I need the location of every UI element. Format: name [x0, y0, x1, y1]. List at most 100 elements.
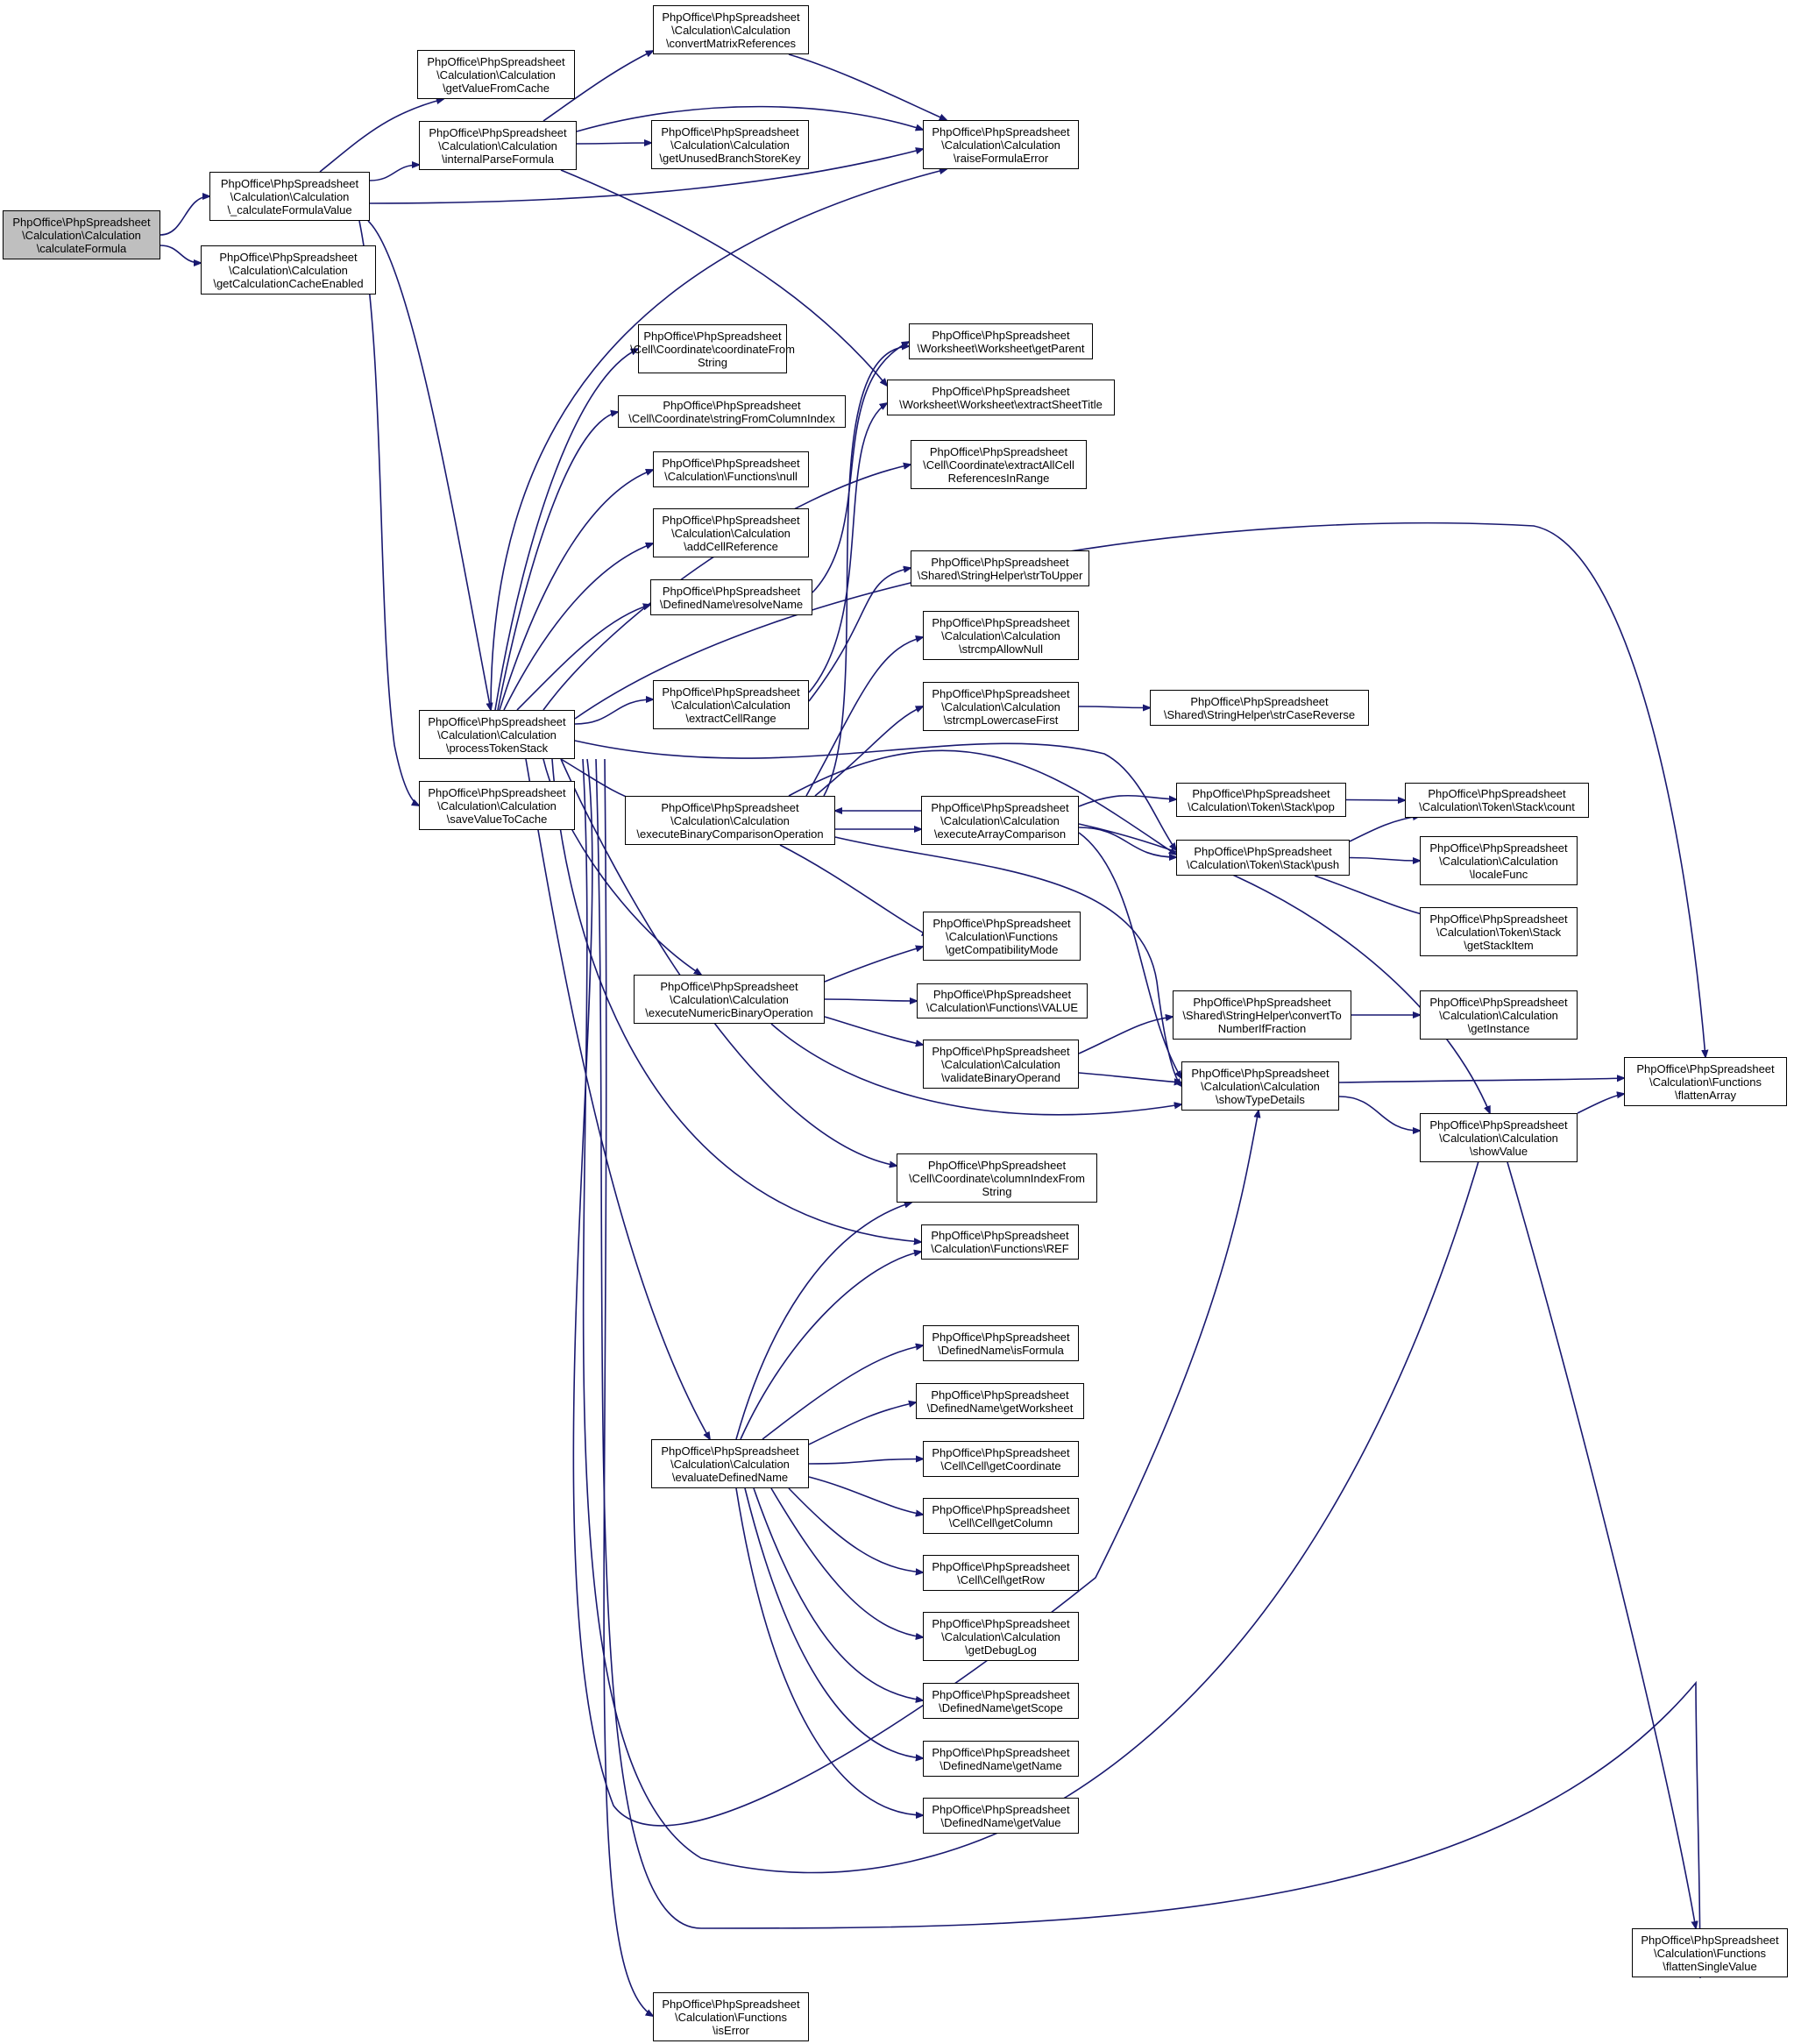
node-save-value-to-cache[interactable]: PhpOffice\PhpSpreadsheet\Calculation\Cal… [419, 781, 575, 830]
node-strcmp-allow-null[interactable]: PhpOffice\PhpSpreadsheet\Calculation\Cal… [923, 611, 1079, 660]
node-label-line: \getCalculationCacheEnabled [213, 276, 364, 290]
node-string-from-column-index[interactable]: PhpOffice\PhpSpreadsheet\Cell\Coordinate… [618, 395, 846, 428]
node-label-line: PhpOffice\PhpSpreadsheet [219, 250, 358, 264]
node-evaluate-defined-name[interactable]: PhpOffice\PhpSpreadsheet\Calculation\Cal… [651, 1439, 809, 1488]
node-get-coordinate[interactable]: PhpOffice\PhpSpreadsheet\Cell\Cell\getCo… [923, 1441, 1079, 1477]
node-get-row[interactable]: PhpOffice\PhpSpreadsheet\Cell\Cell\getRo… [923, 1555, 1079, 1591]
edge-evaluatedefinedname-to-columnindexfromstring [735, 1203, 911, 1440]
node-label-line: PhpOffice\PhpSpreadsheet [1429, 1118, 1568, 1132]
node-raise-formula-error[interactable]: PhpOffice\PhpSpreadsheet\Calculation\Cal… [923, 120, 1079, 169]
node-label-line: PhpOffice\PhpSpreadsheet [932, 1445, 1070, 1459]
edge-processtokenstack-to-iserror [603, 758, 653, 2016]
node-get-debug-log[interactable]: PhpOffice\PhpSpreadsheet\Calculation\Cal… [923, 1612, 1079, 1661]
node-extract-cell-range[interactable]: PhpOffice\PhpSpreadsheet\Calculation\Cal… [653, 680, 809, 729]
node-get-value-from-cache[interactable]: PhpOffice\PhpSpreadsheet\Calculation\Cal… [417, 50, 575, 99]
node-add-cell-reference[interactable]: PhpOffice\PhpSpreadsheet\Calculation\Cal… [653, 508, 809, 557]
node-extract-all-cell-references-in-range[interactable]: PhpOffice\PhpSpreadsheet\Cell\Coordinate… [911, 440, 1087, 489]
node-get-name[interactable]: PhpOffice\PhpSpreadsheet\DefinedName\get… [923, 1741, 1079, 1777]
node-convert-matrix-references[interactable]: PhpOffice\PhpSpreadsheet\Calculation\Cal… [653, 5, 809, 54]
node-label-line: \Calculation\Calculation [671, 526, 791, 540]
node-execute-numeric-binary-operation[interactable]: PhpOffice\PhpSpreadsheet\Calculation\Cal… [634, 975, 825, 1024]
node-convert-to-number-if-fraction[interactable]: PhpOffice\PhpSpreadsheet\Shared\StringHe… [1173, 990, 1351, 1040]
node-get-scope[interactable]: PhpOffice\PhpSpreadsheet\DefinedName\get… [923, 1683, 1079, 1719]
node-str-case-reverse[interactable]: PhpOffice\PhpSpreadsheet\Shared\StringHe… [1150, 690, 1369, 726]
node-show-value[interactable]: PhpOffice\PhpSpreadsheet\Calculation\Cal… [1420, 1113, 1578, 1162]
edge-processtokenstack-to-showtypedetails [572, 758, 1259, 1827]
node-label-line: \Calculation\Token\Stack\push [1186, 857, 1340, 871]
node-strcmp-lowercase-first[interactable]: PhpOffice\PhpSpreadsheet\Calculation\Cal… [923, 682, 1079, 731]
edge-executearraycomparison-to-stackpop [1078, 794, 1176, 807]
node-calculate-formula[interactable]: PhpOffice\PhpSpreadsheet\Calculation\Cal… [3, 210, 160, 259]
node-stack-push[interactable]: PhpOffice\PhpSpreadsheet\Calculation\Tok… [1176, 840, 1350, 876]
node-execute-array-comparison[interactable]: PhpOffice\PhpSpreadsheet\Calculation\Cal… [921, 796, 1079, 845]
node-is-formula[interactable]: PhpOffice\PhpSpreadsheet\DefinedName\isF… [923, 1325, 1079, 1361]
edge-internalparseformula-to-extractsheettitle [560, 169, 887, 386]
edge-executebinarycomparisonoperation-to-strcmplowercasefirst [814, 706, 923, 797]
node-locale-func[interactable]: PhpOffice\PhpSpreadsheet\Calculation\Cal… [1420, 836, 1578, 885]
node-functions-value[interactable]: PhpOffice\PhpSpreadsheet\Calculation\Fun… [917, 983, 1088, 1018]
node-label-line: \getStackItem [1464, 938, 1534, 952]
node-coordinate-from-string[interactable]: PhpOffice\PhpSpreadsheet\Cell\Coordinate… [630, 324, 795, 373]
node-label-line: PhpOffice\PhpSpreadsheet [932, 1330, 1070, 1344]
node-extract-sheet-title[interactable]: PhpOffice\PhpSpreadsheet\Worksheet\Works… [887, 380, 1115, 415]
node-get-instance[interactable]: PhpOffice\PhpSpreadsheet\Calculation\Cal… [1420, 990, 1578, 1040]
node-execute-binary-comparison-operation[interactable]: PhpOffice\PhpSpreadsheet\Calculation\Cal… [625, 796, 835, 845]
edge-stackpush-to-stackcount [1349, 816, 1420, 842]
node-label-line: PhpOffice\PhpSpreadsheet [428, 785, 566, 799]
edge-_calculateformulavalue-to-savevaluetocache [358, 220, 419, 806]
node-show-type-details[interactable]: PhpOffice\PhpSpreadsheet\Calculation\Cal… [1181, 1061, 1339, 1111]
node-label-line: PhpOffice\PhpSpreadsheet [932, 988, 1072, 1001]
edge-_calculateformulavalue-to-internalparseformula [369, 165, 419, 181]
node-get-value[interactable]: PhpOffice\PhpSpreadsheet\DefinedName\get… [923, 1798, 1079, 1834]
node-label-line: \Calculation\Calculation [436, 67, 556, 82]
node-str-to-upper[interactable]: PhpOffice\PhpSpreadsheet\Shared\StringHe… [911, 550, 1089, 586]
node-label-line: \DefinedName\getName [940, 1758, 1062, 1772]
node-label-line: PhpOffice\PhpSpreadsheet [662, 584, 801, 598]
node-flatten-single-value[interactable]: PhpOffice\PhpSpreadsheet\Calculation\Fun… [1632, 1928, 1788, 1977]
node-calculate-formula-value[interactable]: PhpOffice\PhpSpreadsheet\Calculation\Cal… [209, 172, 370, 221]
edge-executebinarycomparisonoperation-to-strcmpallownull [805, 637, 923, 797]
node-label-line: \Calculation\Calculation [941, 628, 1060, 642]
edge-extractcellrange-to-extractsheettitle [808, 403, 887, 693]
node-functions-null[interactable]: PhpOffice\PhpSpreadsheet\Calculation\Fun… [653, 451, 809, 487]
node-label-line: \Calculation\Functions [1649, 1075, 1762, 1089]
node-label-line: \Calculation\Token\Stack [1436, 925, 1562, 939]
edge-executebinarycomparisonoperation-to-stackpush [788, 749, 1176, 855]
node-get-stack-item[interactable]: PhpOffice\PhpSpreadsheet\Calculation\Tok… [1420, 907, 1578, 956]
node-is-error[interactable]: PhpOffice\PhpSpreadsheet\Calculation\Fun… [653, 1992, 809, 2041]
node-label-line: \saveValueToCache [446, 812, 548, 826]
edge-extractcellrange-to-strtoupper [808, 568, 911, 702]
node-label-line: \getInstance [1467, 1021, 1530, 1035]
node-column-index-from-string[interactable]: PhpOffice\PhpSpreadsheet\Cell\Coordinate… [897, 1153, 1097, 1203]
node-internal-parse-formula[interactable]: PhpOffice\PhpSpreadsheet\Calculation\Cal… [419, 121, 577, 170]
node-validate-binary-operand[interactable]: PhpOffice\PhpSpreadsheet\Calculation\Cal… [923, 1040, 1079, 1089]
node-get-unused-branch-store-key[interactable]: PhpOffice\PhpSpreadsheet\Calculation\Cal… [651, 120, 809, 169]
node-label-line: PhpOffice\PhpSpreadsheet [932, 328, 1070, 342]
node-label-line: \getUnusedBranchStoreKey [659, 151, 801, 165]
node-label-line: \Shared\StringHelper\strCaseReverse [1163, 707, 1356, 721]
node-get-parent[interactable]: PhpOffice\PhpSpreadsheet\Worksheet\Works… [909, 323, 1093, 359]
node-get-column[interactable]: PhpOffice\PhpSpreadsheet\Cell\Cell\getCo… [923, 1498, 1079, 1534]
edge-executenumericbinaryoperation-to-validatebinaryoperand [824, 1016, 923, 1045]
node-process-token-stack[interactable]: PhpOffice\PhpSpreadsheet\Calculation\Cal… [419, 710, 575, 759]
node-label-line: \Calculation\Calculation [670, 1457, 790, 1471]
node-resolve-name[interactable]: PhpOffice\PhpSpreadsheet\DefinedName\res… [650, 579, 812, 615]
edge-executenumericbinaryoperation-to-showtypedetails [770, 1023, 1181, 1116]
node-get-worksheet[interactable]: PhpOffice\PhpSpreadsheet\DefinedName\get… [916, 1383, 1084, 1419]
edge-calculateformula-to-getcalculationcacheenabled [160, 245, 201, 263]
node-label-line: \calculateFormula [36, 241, 127, 255]
edge-evaluatedefinedname-to-getcoordinate [808, 1459, 923, 1465]
node-functions-ref[interactable]: PhpOffice\PhpSpreadsheet\Calculation\Fun… [921, 1224, 1079, 1260]
node-stack-pop[interactable]: PhpOffice\PhpSpreadsheet\Calculation\Tok… [1176, 783, 1346, 817]
node-label-line: PhpOffice\PhpSpreadsheet [1428, 787, 1566, 800]
node-get-compatibility-mode[interactable]: PhpOffice\PhpSpreadsheet\Calculation\Fun… [923, 912, 1081, 961]
node-flatten-array[interactable]: PhpOffice\PhpSpreadsheet\Calculation\Fun… [1624, 1057, 1787, 1106]
node-get-calculation-cache-enabled[interactable]: PhpOffice\PhpSpreadsheet\Calculation\Cal… [201, 245, 376, 295]
node-label-line: \executeBinaryComparisonOperation [636, 827, 824, 841]
node-stack-count[interactable]: PhpOffice\PhpSpreadsheet\Calculation\Tok… [1405, 783, 1589, 818]
edge-processtokenstack-to-stackpush [574, 740, 1176, 850]
node-label-line: \evaluateDefinedName [671, 1470, 789, 1484]
node-label-line: \Calculation\Functions\VALUE [925, 1001, 1079, 1014]
node-label-line: PhpOffice\PhpSpreadsheet [662, 685, 800, 699]
node-label-line: PhpOffice\PhpSpreadsheet [932, 686, 1070, 700]
